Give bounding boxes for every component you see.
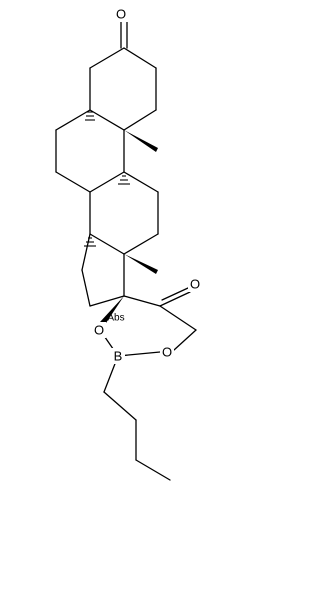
- atom-label-boron: B: [111, 348, 125, 364]
- atom-label-ester-o: O: [188, 276, 202, 292]
- svg-text:O: O: [94, 323, 104, 338]
- ketone-double-bond: [120, 21, 128, 49]
- svg-text:O: O: [162, 345, 172, 360]
- svg-text:O: O: [190, 277, 200, 292]
- ring-d-bonds: [81, 233, 125, 307]
- svg-text:O: O: [116, 7, 126, 22]
- hashed-hydrogen-bonds: [84, 111, 130, 247]
- atom-label-ketone-o: O: [114, 6, 128, 22]
- ring-a-bonds: [89, 47, 157, 131]
- butyl-chain-bonds: [103, 355, 171, 481]
- svg-text:B: B: [114, 349, 123, 364]
- ring-c-bonds: [89, 171, 159, 255]
- boronate-bonds: [99, 329, 161, 357]
- svg-text:Abs: Abs: [107, 313, 124, 324]
- atom-label-boronate-o1: O: [92, 322, 106, 338]
- ring-b-bonds: [55, 109, 125, 193]
- atom-label-boronate-o2: O: [160, 344, 174, 360]
- angular-methyl-wedges: [124, 130, 158, 274]
- stereo-abs-label: Abs: [107, 313, 124, 324]
- chemical-structure-diagram: O O O O B Abs: [55, 6, 202, 481]
- c17-substituent-bonds: [100, 287, 197, 351]
